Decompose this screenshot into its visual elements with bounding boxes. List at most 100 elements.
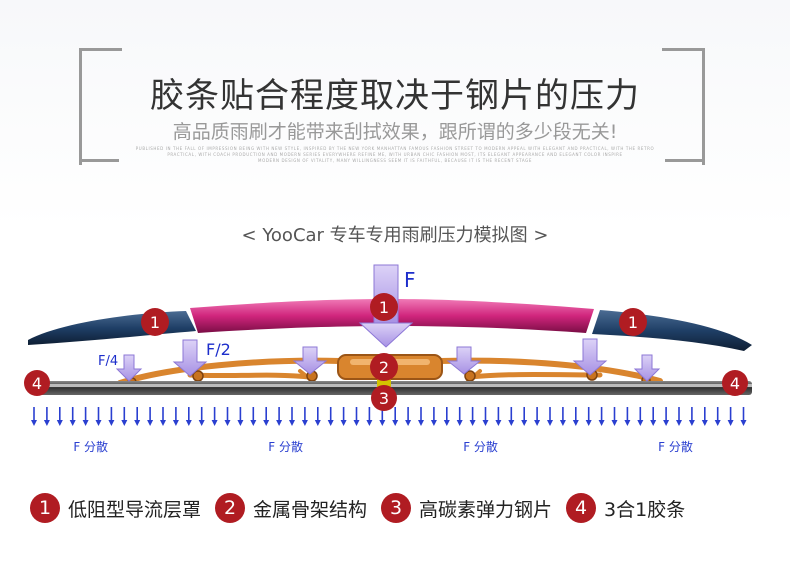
distributed-arrow-head: [340, 420, 347, 426]
distributed-arrow-head: [521, 420, 528, 426]
spoiler-right: [592, 310, 752, 351]
distributed-arrow-head: [185, 420, 192, 426]
distributed-arrow-head: [147, 420, 154, 426]
distributed-arrow-head: [534, 420, 541, 426]
distributed-arrow-head: [624, 420, 631, 426]
distributed-arrow-head: [598, 420, 605, 426]
distributed-arrow-head: [495, 420, 502, 426]
distributed-arrow-head: [547, 420, 553, 426]
distributed-arrow-head: [224, 420, 231, 426]
distributed-arrow-head: [353, 420, 360, 426]
half-force-label: F/2: [206, 340, 231, 359]
legend-item-spoiler: 1 低阻型导流层罩: [30, 493, 201, 523]
frame-corner-top-left: [79, 48, 122, 165]
legend-label: 高碳素弹力钢片: [419, 498, 553, 521]
distributed-arrow-head: [82, 420, 89, 426]
distributed-arrow-head: [95, 420, 102, 426]
frame-corner-bottom-left: [79, 159, 119, 162]
distributed-arrow-head: [456, 420, 463, 426]
distributed-arrow-head: [121, 420, 128, 426]
distributed-arrow-head: [314, 420, 321, 426]
legend-badge: 4: [566, 493, 597, 523]
quarter-force-arrows: [115, 354, 661, 382]
distributed-arrow-head: [134, 420, 141, 426]
distributed-arrow-head: [198, 420, 205, 426]
title-frame: [79, 48, 705, 165]
distributed-arrow-head: [289, 420, 295, 426]
distributed-arrow-head: [366, 420, 373, 426]
legend-label: 低阻型导流层罩: [68, 498, 202, 521]
distributed-arrow-head: [160, 420, 166, 426]
quarter-force-label: F/4: [98, 354, 118, 369]
distributed-arrow-head: [250, 420, 257, 426]
distributed-arrow-head: [637, 420, 644, 426]
distributed-arrow-head: [327, 420, 334, 426]
distributed-arrow-head: [482, 420, 489, 426]
page-title: 胶条贴合程度取决于钢片的压力: [150, 76, 640, 116]
distributed-arrow-head: [701, 420, 708, 426]
distributed-force-label: F 分散: [658, 439, 693, 454]
distributed-force-label: F 分散: [463, 439, 498, 454]
svg-text:3: 3: [379, 389, 389, 408]
distributed-force-arrows: [31, 407, 747, 426]
distributed-arrow-head: [727, 420, 734, 426]
legend-item-rubber: 4 3合1胶条: [566, 493, 685, 523]
distributed-arrow-head: [379, 420, 386, 426]
legend-badge: 2: [215, 493, 246, 523]
distributed-arrow-head: [585, 420, 592, 426]
legend-badge: 3: [381, 493, 412, 523]
frame-corner-top-right: [662, 48, 705, 165]
distributed-arrow-head: [740, 420, 747, 426]
legend-label: 3合1胶条: [604, 498, 686, 521]
fine-print-line: MODERN DESIGN OF VITALITY, MANY WILLINGN…: [258, 158, 532, 163]
distributed-arrow-head: [508, 420, 515, 426]
fine-print: PUBLISHED IN THE FALL OF IMPRESSION BEIN…: [120, 146, 670, 164]
fine-print-line: PUBLISHED IN THE FALL OF IMPRESSION BEIN…: [135, 146, 655, 151]
distributed-arrow-head: [108, 420, 115, 426]
svg-text:4: 4: [32, 374, 42, 393]
distributed-force-labels: F 分散 F 分散 F 分散 F 分散: [73, 439, 693, 454]
callout-spoiler-left: 1: [141, 308, 169, 336]
svg-text:1: 1: [379, 298, 389, 317]
svg-text:1: 1: [150, 313, 160, 332]
distributed-arrow-head: [650, 420, 657, 426]
distributed-arrow-head: [469, 420, 476, 426]
svg-text:2: 2: [379, 358, 389, 377]
callout-rubber-right: 4: [722, 370, 748, 396]
distributed-arrow-head: [69, 420, 76, 426]
legend: 1 低阻型导流层罩 2 金属骨架结构 3 高碳素弹力钢片 4 3合1胶条: [30, 490, 770, 526]
distributed-arrow-head: [172, 420, 179, 426]
legend-item-frame: 2 金属骨架结构: [215, 493, 367, 523]
half-force-arrows: [172, 338, 608, 377]
distributed-arrow-head: [714, 420, 721, 426]
spoiler-left: [28, 311, 196, 345]
distributed-arrow-head: [301, 420, 308, 426]
page-subtitle: 高品质雨刷才能带来刮拭效果，跟所谓的多少段无关!: [172, 121, 618, 143]
callout-spoiler-center: 1: [370, 293, 398, 321]
legend-item-steel: 3 高碳素弹力钢片: [381, 493, 552, 523]
distributed-arrow-head: [559, 420, 566, 426]
callout-steel-strip: 3: [371, 385, 397, 411]
pressure-diagram: F F/2 F/4 F 分散 F 分散 F 分散 F 分散 1 1 1 2 3 4 4: [24, 264, 752, 454]
callout-spoiler-right: 1: [619, 308, 647, 336]
distributed-arrow-head: [43, 420, 50, 426]
svg-text:4: 4: [730, 374, 740, 393]
distributed-arrow-head: [676, 420, 682, 426]
diagram-caption: < YooCar 专车专用雨刷压力模拟图 >: [241, 225, 549, 246]
distributed-arrow-head: [688, 420, 695, 426]
distributed-force-label: F 分散: [73, 439, 108, 454]
callout-rubber-left: 4: [24, 370, 50, 396]
distributed-arrow-head: [405, 420, 412, 426]
distributed-arrow-head: [237, 420, 244, 426]
distributed-arrow-head: [31, 420, 37, 426]
frame-corner-bottom-right: [665, 159, 705, 162]
distributed-arrow-head: [392, 420, 399, 426]
distributed-arrow-head: [418, 420, 424, 426]
distributed-arrow-head: [572, 420, 579, 426]
distributed-arrow-head: [663, 420, 670, 426]
callout-frame: 2: [370, 353, 398, 381]
distributed-arrow-head: [430, 420, 437, 426]
legend-label: 金属骨架结构: [253, 498, 368, 521]
distributed-force-label: F 分散: [268, 439, 303, 454]
force-label: F: [404, 268, 416, 292]
